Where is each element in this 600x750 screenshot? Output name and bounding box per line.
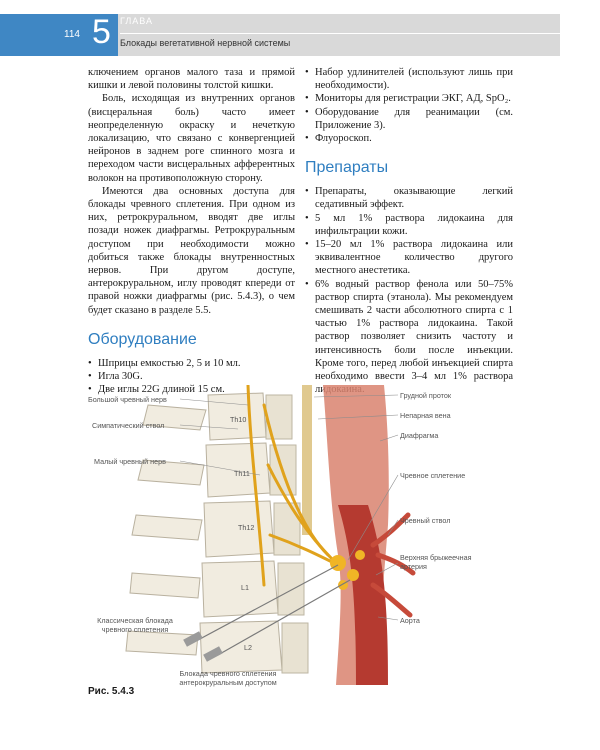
left-column: ключением органов малого таза и прямой к… [88, 66, 295, 397]
list-item: Препараты, оказывающие легкий седативный… [305, 185, 513, 211]
list-item: Игла 30G. [88, 370, 295, 383]
list-item: Флуороскоп. [305, 132, 513, 145]
paragraph-continued: ключением органов малого таза и прямой к… [88, 67, 295, 92]
list-item: Набор удлинителей (используют лишь при н… [305, 66, 513, 92]
figure-caption: Рис. 5.4.3 [88, 686, 135, 697]
list-item: 6% водный раствор фенола или 50–75% раст… [305, 278, 513, 397]
celiac-trunk [370, 512, 416, 618]
label-classic-block: Классическая блокада чревного сплетения [97, 616, 173, 634]
label-lesser-splanchnic: Малый чревный нерв [94, 457, 166, 466]
chapter-header-accent [0, 14, 118, 56]
anatomy-figure: Большой чревный нерв Симпатический ствол… [88, 383, 518, 687]
label-azygos-vein: Непарная вена [400, 411, 451, 420]
drugs-list: Препараты, оказывающие легкий седативный… [305, 185, 513, 396]
right-column: Набор удлинителей (используют лишь при н… [305, 66, 513, 396]
label-superior-mesenteric: Верхняя брыжеечная артерия [400, 553, 472, 571]
aorta [338, 505, 388, 685]
celiac-plexus [330, 550, 365, 590]
label-anterocrural-block: Блокада чревного сплетения антерокрураль… [179, 669, 277, 687]
chapter-word: ГЛАВА [120, 16, 153, 26]
paragraph-visceral-pain: Боль, исходящая из внутренних органов (в… [88, 93, 295, 184]
list-item: 15–20 мл 1% раствора лидокаина или эквив… [305, 238, 513, 278]
label-sympathetic-trunk: Симпатический ствол [92, 421, 165, 430]
label-l1: L1 [241, 583, 249, 592]
list-item: Две иглы 22G длиной 15 см. [88, 383, 295, 396]
label-celiac-trunk: Чревный ствол [400, 516, 451, 525]
page-number: 114 [64, 29, 80, 40]
list-item: Мониторы для регистрации ЭКГ, АД, SpO₂. [305, 92, 513, 105]
label-aorta: Аорта [400, 616, 420, 625]
equipment-list-continued: Набор удлинителей (используют лишь при н… [305, 66, 513, 145]
drugs-heading: Препараты [305, 159, 389, 177]
header-divider [120, 33, 560, 34]
label-greater-splanchnic: Большой чревный нерв [88, 395, 167, 404]
list-item: Шприцы емкостью 2, 5 и 10 мл. [88, 357, 295, 370]
label-celiac-plexus: Чревное сплетение [400, 471, 466, 480]
paragraph-approaches: Имеются два основных доступа для блокады… [88, 185, 295, 316]
chapter-number: 5 [92, 13, 111, 51]
needles [197, 564, 351, 656]
label-th12: Th12 [238, 523, 255, 532]
list-item: 5 мл 1% раствора лидокаина для инфильтра… [305, 212, 513, 238]
equipment-heading: Оборудование [88, 330, 197, 348]
label-th11: Th11 [234, 469, 250, 478]
celiac-plexus-illustration [125, 383, 416, 685]
label-diaphragm: Диафрагма [400, 431, 439, 440]
chapter-title: Блокады вегетативной нервной системы [120, 38, 291, 48]
equipment-list: Шприцы емкостью 2, 5 и 10 мл. Игла 30G. … [88, 357, 295, 397]
vertebrae [125, 392, 283, 674]
label-thoracic-duct: Грудной проток [400, 391, 452, 400]
list-item: Оборудование для реанимации (см. Приложе… [305, 106, 513, 132]
label-th10: Th10 [230, 415, 247, 424]
label-l2: L2 [244, 643, 252, 652]
